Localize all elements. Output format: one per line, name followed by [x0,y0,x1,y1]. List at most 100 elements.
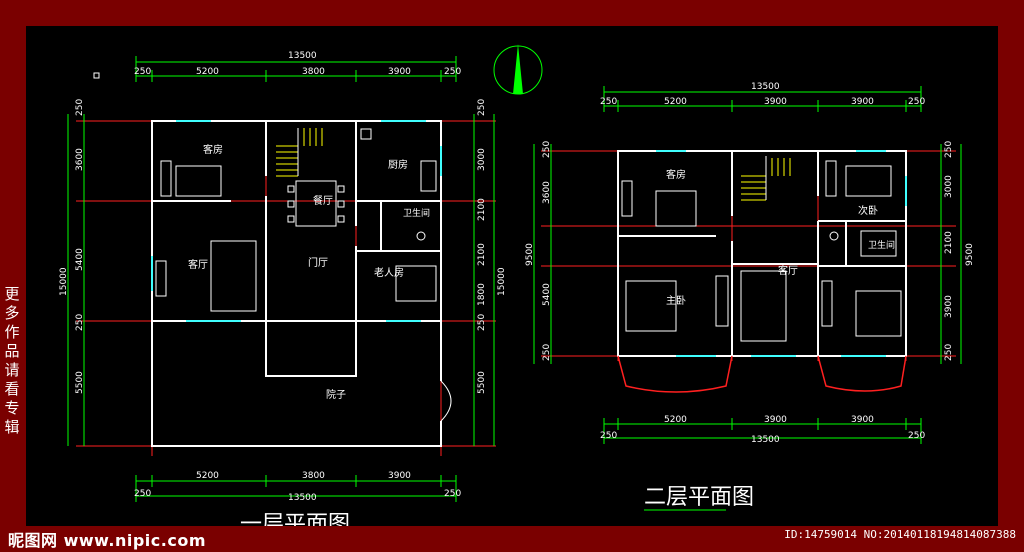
plan2-furniture [621,160,902,342]
plan1-edge-bottom-right: 250 [444,489,461,499]
plan2-span-top-1: 5200 [664,97,687,107]
plan1-span-top-2: 3800 [302,67,325,77]
plan2-span-bottom-2: 3900 [764,415,787,425]
plan1-right-labels: 250 3000 2100 2100 1800 250 5500 15000 [477,99,507,394]
plan1-edge-bottom-left: 250 [134,489,151,499]
plan2-left-labels: 250 3600 5400 250 9500 [525,141,552,361]
plan1-room-dining: 餐厅 [313,194,333,207]
plan1-right-dim-2: 3000 [477,148,487,171]
plan2-stairs [741,156,791,201]
side-char: 品 [4,342,20,360]
plan1-room-guest: 客房 [203,143,223,156]
plan1-room-elder: 老人房 [374,266,404,279]
plan1-top-dims [135,56,457,82]
plan2-span-bottom-1: 5200 [664,415,687,425]
plan2-room-living: 客厅 [778,264,798,277]
plan1-total-top: 13500 [288,51,317,61]
plan1-right-dim-6: 250 [477,314,487,331]
plan2-left-dim-3: 5400 [542,283,552,306]
plan2-title: 二层平面图 [644,485,754,510]
side-char: 更 [4,285,20,303]
side-watermark: 更 多 作 品 请 看 专 辑 [2,285,22,437]
plan2-room-labels: 客房 次卧 卫生间 主卧 客厅 [666,168,895,307]
plan2-right-total: 9500 [965,243,975,266]
plan2-bottom-labels: 5200 3900 3900 13500 250 250 [600,415,925,445]
plan2-room-master: 主卧 [666,294,686,307]
plan2-right-dims [940,144,962,364]
plan1-room-living: 客厅 [188,258,208,271]
plan1-edge-top-right: 250 [444,67,461,77]
plan1-right-dims [473,114,495,446]
plan1-left-dim-2: 3600 [75,148,85,171]
plan2-room-bath: 卫生间 [868,239,895,251]
plan2-total-bottom: 13500 [751,435,780,445]
plan1-left-dim-1: 250 [75,99,85,116]
plan2: 客房 次卧 卫生间 主卧 客厅 13500 250 5200 [525,82,975,511]
plan1-room-labels: 客房 餐厅 厨房 卫生间 客厅 门厅 老人房 院子 [188,143,430,401]
plan1-left-dims [67,114,85,446]
plan1-edge-top-left: 250 [134,67,151,77]
side-char: 请 [4,361,20,379]
plan1-room-bath: 卫生间 [403,207,430,219]
plan2-edge-top-right: 250 [908,97,925,107]
plan2-total-top: 13500 [751,82,780,92]
side-char: 作 [4,323,20,341]
cad-canvas: 客房 餐厅 厨房 卫生间 客厅 门厅 老人房 院子 [26,26,998,526]
north-arrow-icon [493,44,543,95]
plan1-furniture [155,128,437,312]
plan2-right-dim-3: 2100 [944,231,954,254]
plan1-right-total: 15000 [497,267,507,296]
plan1-span-top-3: 3900 [388,67,411,77]
plan2-walls [617,150,907,357]
plan1-door [440,380,452,422]
plan2-span-top-3: 3900 [851,97,874,107]
plan2-left-dim-4: 250 [542,344,552,361]
side-char: 辑 [4,418,20,436]
plan1-right-dim-1: 250 [477,99,487,116]
plan2-top-dims [603,86,922,112]
plan1-stairs [276,128,323,177]
site-logo: 昵图网 www.nipic.com [8,531,206,550]
plan1: 客房 餐厅 厨房 卫生间 客厅 门厅 老人房 院子 [59,51,507,526]
plan1-left-total: 15000 [59,267,69,296]
plan2-right-dim-1: 250 [944,141,954,158]
plan2-left-dim-2: 3600 [542,181,552,204]
plan1-span-bottom-2: 3800 [302,471,325,481]
side-char: 专 [4,399,20,417]
plan2-left-total: 9500 [525,243,535,266]
plan1-total-bottom: 13500 [288,493,317,503]
plan1-span-bottom-3: 3900 [388,471,411,481]
plan2-bottom-dims [603,418,922,444]
plan1-bottom-labels: 5200 3800 3900 13500 250 250 [134,471,461,503]
plan2-right-dim-2: 3000 [944,175,954,198]
plan1-bottom-dims [135,475,457,502]
plan1-right-dim-7: 5500 [477,371,487,394]
plan2-right-labels: 250 3000 2100 3900 250 9500 [944,141,975,361]
plan1-title: 一层平面图 [240,512,350,526]
plan2-top-labels: 13500 250 5200 3900 3900 250 [600,82,925,107]
plan1-span-top-1: 5200 [196,67,219,77]
plan2-right-dim-4: 3900 [944,295,954,318]
plan1-left-dim-3: 5400 [75,248,85,271]
plan2-left-dim-1: 250 [542,141,552,158]
plan1-room-yard: 院子 [326,388,346,401]
plan1-walls [151,120,442,447]
side-char: 多 [4,304,20,322]
small-marker [93,72,100,79]
plan1-right-dim-4: 2100 [477,243,487,266]
plan2-right-dim-5: 250 [944,344,954,361]
plan1-right-dim-5: 1800 [477,283,487,306]
plan2-edge-bottom-right: 250 [908,431,925,441]
plan1-room-kitchen: 厨房 [388,158,408,171]
plan1-left-labels: 250 3600 5400 250 5500 15000 [59,99,85,394]
plan1-left-dim-5: 5500 [75,371,85,394]
side-char: 看 [4,380,20,398]
plan2-edge-bottom-left: 250 [600,431,617,441]
image-id-line: ID:14759014 NO:20140118194814087388 [784,528,1016,541]
plan2-room-guest: 客房 [666,168,686,181]
plan1-span-bottom-1: 5200 [196,471,219,481]
plan2-edge-top-left: 250 [600,97,617,107]
floor-plan-drawing: 客房 餐厅 厨房 卫生间 客厅 门厅 老人房 院子 [59,44,975,526]
plan2-bay-windows [617,355,907,393]
